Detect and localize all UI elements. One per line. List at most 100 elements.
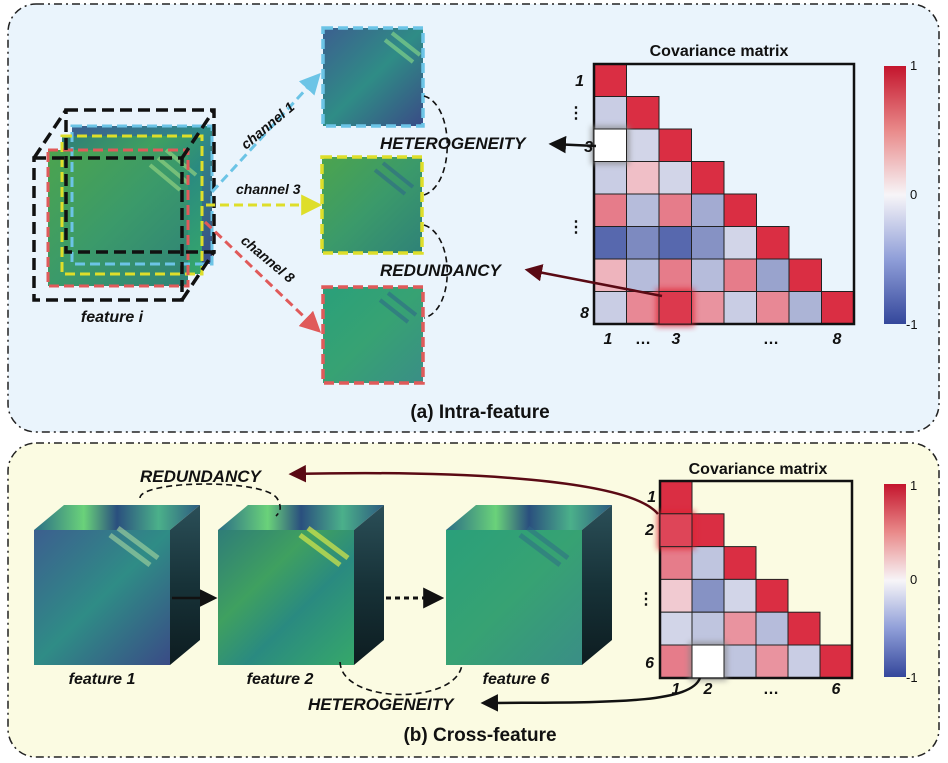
matrix-b-frame [658,479,854,680]
matrix-cell [755,611,789,646]
colorbar-b-max: 1 [910,478,917,493]
highlight-cell [658,291,692,325]
matrix-a-row-label-3: 3 [584,139,593,156]
feature-1-cube [34,505,200,665]
redundancy-arrow-a [524,264,663,298]
highlight-cell [659,513,693,548]
matrix-b-col-label-4: 6 [832,681,841,698]
matrix-cell [787,644,821,679]
feature-2-cube [218,505,384,665]
panel-a-title: (a) Intra-feature [410,402,549,423]
matrix-cell [626,161,660,195]
colorbar-a-mid: 0 [910,187,917,202]
matrix-cell [755,644,789,679]
matrix-cell [691,258,725,292]
matrix-cell [788,258,822,292]
redundancy-label-b: REDUNDANCY [140,467,263,486]
heterogeneity-label-a: HETEROGENEITY [380,134,527,153]
matrix-cell [659,611,693,646]
matrix-cell [756,226,790,260]
matrix-cell [626,226,660,260]
panel-b-title: (b) Cross-feature [403,725,556,746]
matrix-a-col-label-4: … [763,331,779,348]
matrix-cell [723,258,757,292]
heterogeneity-arrow-b [480,677,702,712]
feature-6-label: feature 6 [483,671,550,688]
matrix-a-col-label-1: 1 [604,331,613,348]
matrix-a-title: Covariance matrix [650,43,789,60]
channel-1-arrow [210,72,321,194]
matrix-cell [787,611,821,646]
matrix-b-row-label-1: 1 [647,489,656,506]
colorbar-b-min: -1 [906,670,918,685]
matrix-cell [659,480,693,515]
matrix-cell [658,226,692,260]
matrix-cell [691,513,725,548]
matrix-cell [593,96,627,130]
matrix-cell [659,578,693,613]
redundancy-arc-b [139,483,281,517]
matrix-cell [788,291,822,325]
matrix-b-highlights [657,510,727,681]
colorbar-b-mid: 0 [910,572,917,587]
feature-1-label: feature 1 [69,671,136,688]
redundancy-arc [423,224,449,319]
matrix-b-row-label-4: 6 [645,655,654,672]
matrix-cell [593,226,627,260]
channel-1-thumb [321,26,425,128]
channel-3-label: channel 3 [236,181,301,197]
matrix-cell [593,193,627,227]
heterogeneity-arrow-a [548,135,597,154]
matrix-cell [821,291,855,325]
matrix-a-col-label-3: 3 [672,331,681,348]
matrix-a-row-label-1: 1 [575,73,584,90]
matrix-b-row-label-2: 2 [644,522,654,539]
matrix-cell [626,258,660,292]
matrix-b-col-label-2: 2 [703,681,713,698]
matrix-cell [691,291,725,325]
channel-8-arrow [203,220,322,333]
matrix-a-col-label-5: 8 [833,331,842,348]
matrix-cell [691,226,725,260]
matrix-cell [723,644,757,679]
matrix-cell [723,546,757,580]
matrix-cell [691,193,725,227]
matrix-cell [755,578,789,613]
matrix-cell [723,226,757,260]
matrix-b-col-label-3: … [763,681,779,698]
matrix-a-frame [592,62,856,326]
feature-i-label: feature i [81,309,144,326]
matrix-cell [658,258,692,292]
matrix-cell [593,63,627,97]
channel-3-thumb [320,155,424,255]
matrix-cell [658,193,692,227]
matrix-cell [626,291,660,325]
matrix-b-title: Covariance matrix [689,461,828,478]
colorbar-a [884,66,906,324]
matrix-cell [723,193,757,227]
matrix-cell [659,546,693,580]
matrix-cell [756,291,790,325]
matrix-cell [819,644,853,679]
feature-6-cube [446,505,612,665]
matrix-a-row-label-2: ⋮ [568,105,584,122]
heterogeneity-arc [423,95,448,196]
matrix-cell [691,546,725,580]
matrix-cell [659,644,693,679]
matrix-b-cells [659,480,853,679]
matrix-b-col-label-1: 1 [672,681,681,698]
redundancy-arrow-b [288,464,659,515]
matrix-cell [691,578,725,613]
matrix-cell [658,128,692,162]
matrix-cell [691,611,725,646]
matrix-cell [756,258,790,292]
matrix-cell [626,193,660,227]
colorbar-a-max: 1 [910,58,917,73]
colorbar-b [884,484,906,677]
matrix-cell [658,161,692,195]
matrix-cell [593,291,627,325]
matrix-cell [723,291,757,325]
feature-i-stack [32,108,216,302]
redundancy-label-a: REDUNDANCY [380,261,503,280]
